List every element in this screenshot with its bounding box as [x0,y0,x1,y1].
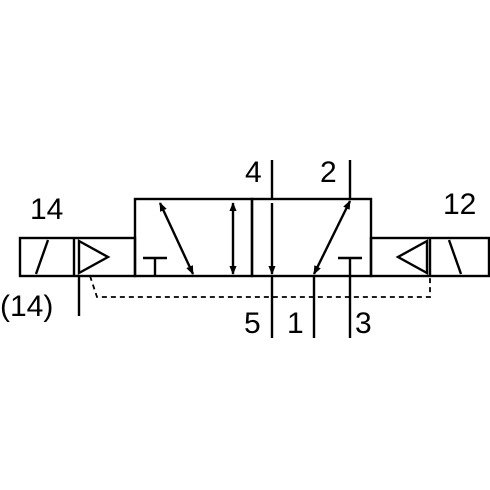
right-solenoid-coil-mark [447,239,463,275]
port-label-1: 1 [287,307,304,340]
pilot-dashed-line [89,275,431,298]
valve-body [133,197,373,278]
right-solenoid-actuator [369,236,490,278]
port-label-14: 14 [30,193,63,226]
port-label-14-paren: (14) [0,290,53,323]
flow-arrow-diagonal-right [312,200,352,275]
left-pilot-triangle [77,238,111,276]
port-label-2: 2 [320,156,337,189]
blocked-port-symbol-right [338,256,362,276]
valve-position-left [133,197,254,278]
port-label-4: 4 [245,156,262,189]
valve-position-right [250,197,373,278]
port-label-3: 3 [355,307,372,340]
flow-arrow-diagonal [158,202,195,275]
left-solenoid-actuator [18,236,137,278]
left-solenoid-coil-mark [34,239,50,275]
port-label-12: 12 [443,188,476,221]
blocked-port-symbol [143,256,167,276]
port-label-5: 5 [244,307,261,340]
right-pilot-triangle [395,238,429,276]
